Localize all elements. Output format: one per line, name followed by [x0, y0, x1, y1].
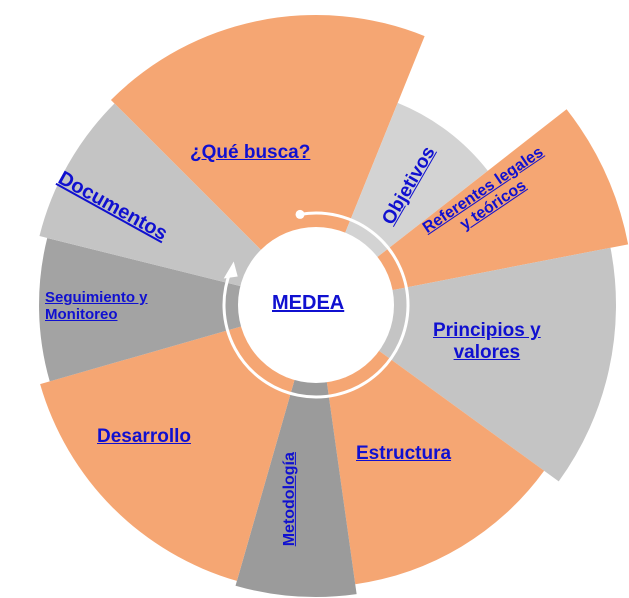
seguimiento-line1: Seguimiento y [45, 289, 148, 306]
ring-start-dot [295, 209, 305, 219]
segment-desarrollo [40, 305, 317, 581]
segment-seguimiento [39, 237, 317, 382]
link-metodologia[interactable]: Metodología [280, 452, 298, 547]
segment-documentos [39, 103, 316, 305]
principios-line2: valores [453, 341, 521, 363]
link-estructura[interactable]: Estructura [356, 443, 452, 464]
link-que-busca[interactable]: ¿Qué busca? [190, 142, 311, 163]
seguimiento-line2: Monitoreo [45, 306, 118, 324]
link-desarrollo[interactable]: Desarrollo [97, 426, 191, 447]
ring-arrow-icon [223, 261, 238, 279]
link-principios[interactable]: Principios y valores [433, 320, 541, 364]
segment-que-busca [110, 14, 425, 305]
cycle-ring [222, 211, 410, 399]
link-seguimiento[interactable]: Seguimiento y Monitoreo [45, 289, 148, 324]
segment-estructura [316, 305, 545, 585]
link-medea[interactable]: MEDEA [272, 292, 345, 314]
principios-line1: Principios y [433, 320, 541, 341]
center-circle [238, 227, 394, 383]
segment-metodologia [235, 305, 357, 597]
